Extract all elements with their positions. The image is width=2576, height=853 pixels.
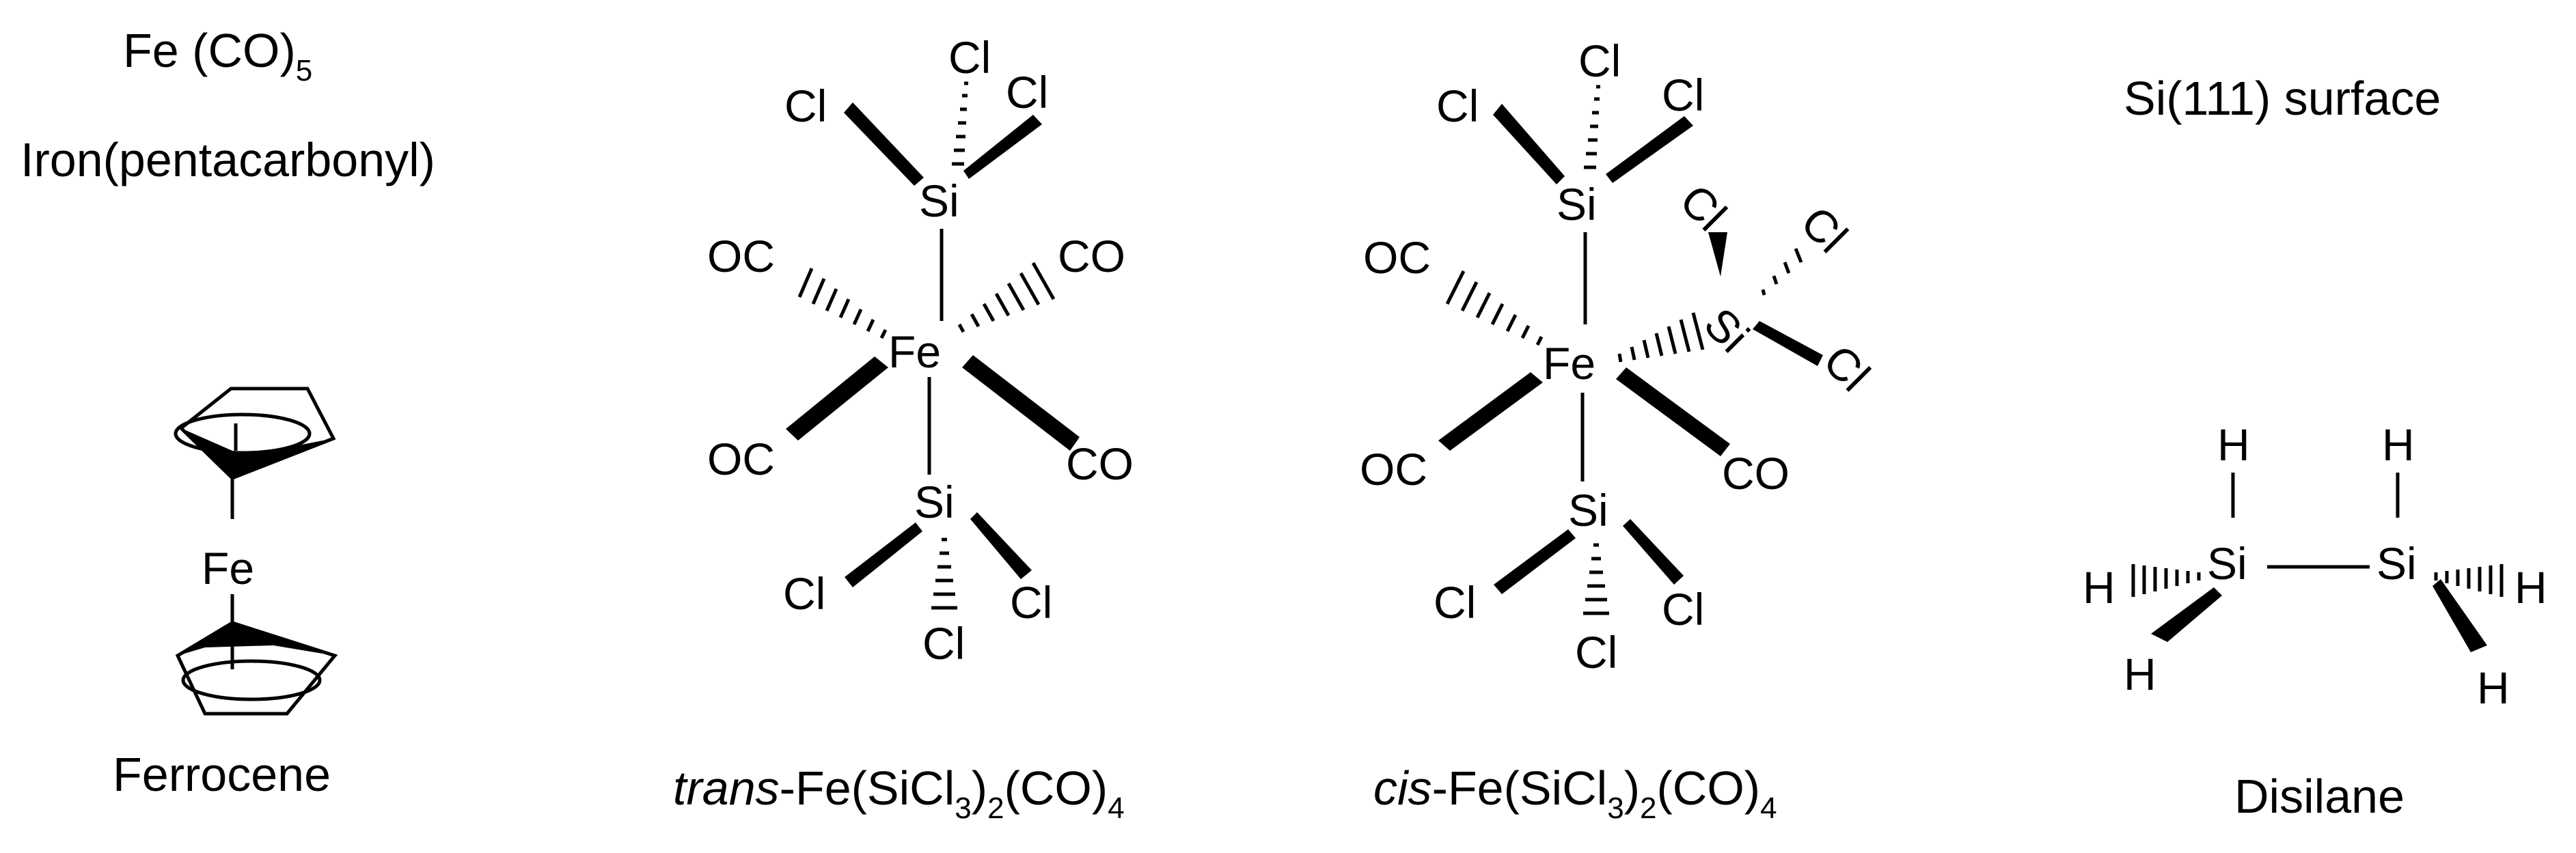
cis-lower-cl-right: Cl [1662,584,1704,634]
cis-right-cl-upper: Cl [1792,197,1857,262]
disilane-name: Disilane [2234,770,2404,823]
top-ring-wedge [181,428,333,478]
ferrocene-structure: Fe Ferrocene [113,387,338,801]
disilane-si-left: Si [2207,538,2247,589]
ferrocene-name: Ferrocene [113,748,331,801]
cis-upper-cl-right: Cl [1662,70,1704,120]
trans-upper-cl-top: Cl [948,32,991,83]
trans-lower-cl-bottom: Cl [922,618,965,669]
trans-oc-lower-left: OC [707,434,775,484]
cis-oc-lower-left: OC [1360,444,1427,494]
ferrocene-fe-atom: Fe [202,543,254,593]
trans-co-upper-right: CO [1058,231,1125,281]
cis-right-si: Si [1695,298,1759,362]
trans-lower-cl-left: Cl [783,568,825,619]
cis-upper-cl-left: Cl [1436,81,1479,131]
cis-lower-cl-bottom: Cl [1575,627,1617,677]
cis-oc-upper-left: OC [1363,232,1431,283]
cis-upper-cl-top: Cl [1578,36,1621,86]
bottom-aromatic-circle [181,659,322,701]
fe-co5-formula: Fe (CO)5 [123,24,312,87]
trans-lower-si: Si [914,477,955,527]
trans-co-lower-right: CO [1066,438,1134,489]
disilane-h-top-left: H [2217,419,2250,470]
cis-caption: cis-Fe(SiCl3)2(CO)4 [1373,761,1777,825]
si111-surface-label: Si(111) surface [2124,72,2441,125]
disilane-h-left: H [2083,562,2115,613]
disilane-structure: H Si Si H H H H H [2083,419,2547,823]
disilane-si-right: Si [2376,538,2417,589]
trans-lower-cl-right: Cl [1010,577,1052,628]
disilane-h-right: H [2515,562,2547,613]
trans-oc-upper-left: OC [707,231,775,281]
cis-right-cl-lower: Cl [1814,335,1880,400]
cis-right-cl-top: Cl [1671,174,1736,240]
disilane-h-bottom-left: H [2124,649,2156,699]
trans-upper-cl-left: Cl [784,81,827,131]
cis-fe-atom: Fe [1543,338,1595,389]
cis-lower-si: Si [1568,485,1608,535]
cis-complex-structure: Si Cl Cl Cl Fe OC [1360,36,1880,825]
trans-caption: trans-Fe(SiCl3)2(CO)4 [673,761,1125,825]
fe-co5-name: Iron(pentacarbonyl) [20,133,435,186]
disilane-h-bottom-right: H [2477,662,2510,713]
trans-upper-cl-right: Cl [1006,67,1048,117]
trans-upper-si: Si [919,176,959,226]
cis-upper-si: Si [1557,179,1597,229]
cis-lower-cl-left: Cl [1434,577,1476,628]
cis-co-lower-right: CO [1722,448,1790,499]
bottom-ring-wedge [178,623,335,656]
trans-fe-atom: Fe [888,326,941,377]
trans-complex-structure: Si Cl Cl Cl Fe OC [673,32,1134,825]
disilane-h-top-right: H [2382,419,2415,470]
iron-pentacarbonyl-label: Fe (CO)5 Iron(pentacarbonyl) [20,24,435,186]
